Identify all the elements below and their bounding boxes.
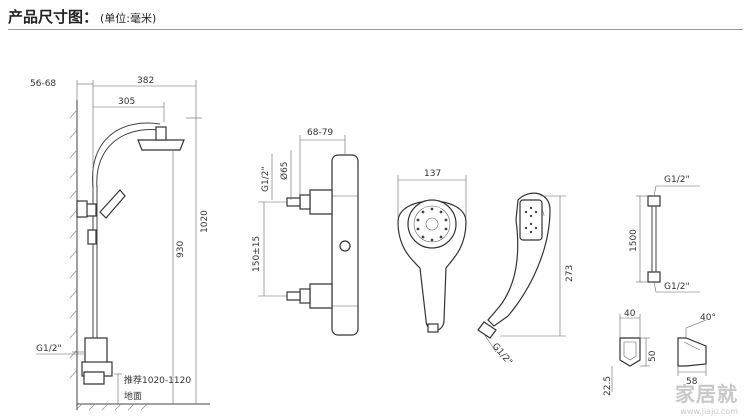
holder-width-label: 40 [624,309,636,319]
hose-top-thread-label: G1/2" [664,175,690,185]
bracket-angle-label: 40° [700,313,716,323]
height-total-label: 1020 [200,210,210,233]
watermark-main: 家居就 [675,382,738,406]
hand-shower-length-label: 273 [565,265,575,282]
shower-column-drawing: 56-68 382 305 1020 930 G1/2" 推荐1020-1120… [30,76,210,411]
unit-note: (单位:毫米) [100,12,157,25]
hand-shower-thread-label: G1/2" [490,342,514,368]
mixer-spacing-label: 150±15 [252,236,262,272]
title-text: 产品尺寸图： [8,8,99,26]
hand-shower-front-drawing: 137 [397,169,467,333]
mixer-diameter-label: Ø65 [279,161,290,180]
hose-drawing: 1500 G1/2" G1/2" [629,175,700,293]
bracket-width-label: 58 [686,377,698,387]
watermark-url: www.jiaju.com [680,407,738,416]
watermark-logo: 家居就 www.jiaju.com [675,378,738,416]
header-divider [8,29,743,30]
holder-offset-label: 22.5 [603,376,613,396]
recommended-height-label: 推荐1020-1120 [124,374,191,386]
column-inlet-label: G1/2" [36,344,62,354]
height-inner-label: 930 [176,241,186,258]
hand-shower-side-drawing: G1/2" 273 [477,192,575,368]
arm-total-label: 382 [137,76,154,86]
page-title: 产品尺寸图：(单位:毫米) [8,6,156,27]
mixer-drawing: 68-79 G1/2" Ø65 150±15 [252,128,359,336]
bracket-drawing: 40° 58 [677,313,716,387]
floor-label: 地面 [124,390,142,402]
mixer-thread-label: G1/2" [261,166,271,192]
arm-inner-label: 305 [118,97,135,107]
hose-length-label: 1500 [629,229,639,252]
mixer-width-label: 68-79 [307,128,333,138]
hand-shower-width-label: 137 [424,169,441,179]
holder-height-label: 50 [648,350,658,362]
wall-offset-label: 56-68 [30,79,56,89]
hose-bottom-thread-label: G1/2" [664,282,690,292]
holder-drawing: 40 50 22.5 [603,309,658,396]
